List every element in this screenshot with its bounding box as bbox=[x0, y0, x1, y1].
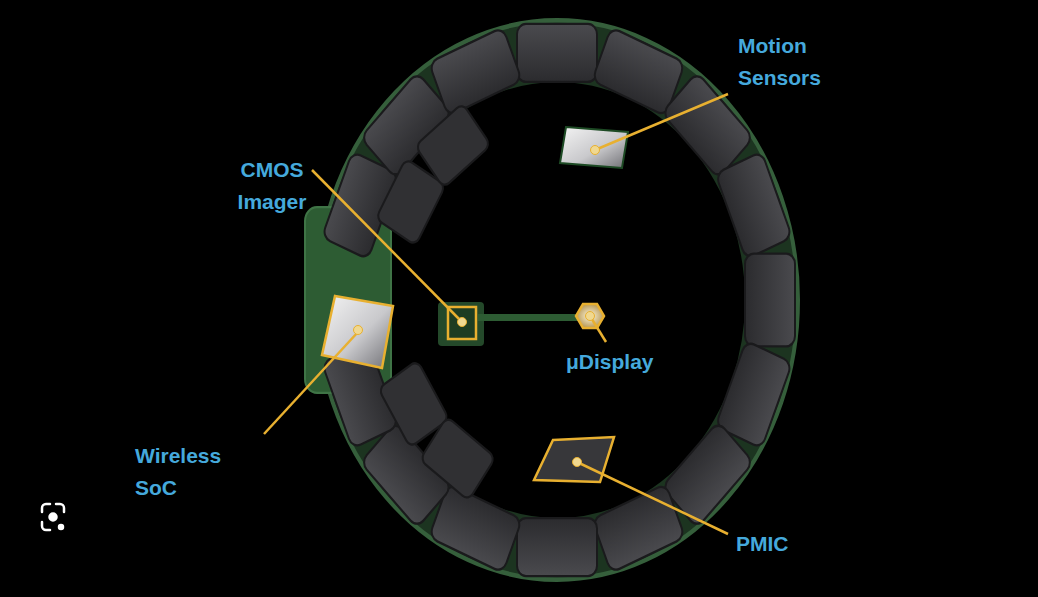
leader-dot bbox=[354, 326, 363, 335]
micro-display bbox=[576, 304, 604, 328]
callout-label: Wireless SoC bbox=[135, 440, 235, 504]
leader-dot bbox=[458, 318, 467, 327]
ring-pcb bbox=[343, 52, 771, 548]
leader-line bbox=[595, 94, 728, 150]
leader-dot bbox=[586, 312, 595, 321]
callout-text: CMOS Imager bbox=[238, 158, 307, 213]
callout-label: μDisplay bbox=[566, 346, 654, 378]
ring-body bbox=[305, 20, 798, 579]
callout-text: Motion Sensors bbox=[738, 34, 821, 89]
leader-dots bbox=[354, 146, 600, 467]
imager-board bbox=[438, 302, 484, 346]
lens-icon bbox=[42, 504, 64, 530]
callout-label: PMIC bbox=[736, 528, 789, 560]
leader-dot bbox=[591, 146, 600, 155]
callout-text: Wireless SoC bbox=[135, 444, 221, 499]
leader-line bbox=[264, 332, 358, 434]
leader-line bbox=[312, 170, 462, 322]
leader-line bbox=[577, 462, 728, 534]
wireless-soc-chip bbox=[322, 296, 393, 368]
motion-sensor-chip bbox=[560, 127, 628, 168]
callout-text: PMIC bbox=[736, 532, 789, 555]
ring-segments bbox=[322, 24, 795, 576]
callout-label: CMOS Imager bbox=[212, 154, 332, 218]
callout-label: Motion Sensors bbox=[738, 30, 848, 94]
leader-lines bbox=[264, 94, 728, 534]
leader-dot bbox=[573, 458, 582, 467]
display-stem bbox=[478, 314, 578, 321]
callout-text: μDisplay bbox=[566, 350, 654, 373]
